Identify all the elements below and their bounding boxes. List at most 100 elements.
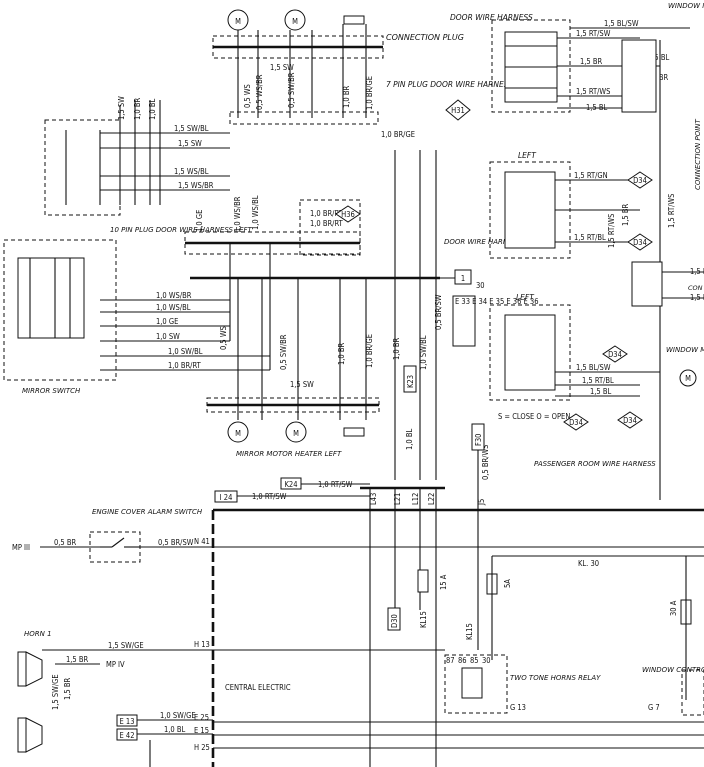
mirror-motor-heater-label: MIRROR MOTOR HEATER LEFT [236, 450, 342, 458]
tag-kl15-b: KL15 [465, 623, 474, 640]
tag-d34a-shape [627, 171, 653, 189]
wire-label-15bl-a: 1,5 BL [586, 103, 607, 112]
wire-label-15rtbl-low: 1,5 RT/BL [582, 376, 614, 385]
top-mirror-group: M M CONNECTION PLUG 0,5 WS 0,5 WS/BR 0,5… [212, 9, 540, 139]
wire-label-10br-v2: 1,0 BR [337, 343, 346, 365]
tag-h36: H36 [341, 210, 355, 219]
tag-d34e: D34 [608, 350, 622, 359]
mirror-switch-inner [17, 257, 85, 339]
horn-label: HORN 1 [24, 630, 52, 638]
tag-h31-shape [445, 99, 471, 121]
g13-label: G 13 [510, 703, 526, 712]
tag-i24: I 24 [220, 493, 233, 502]
wire-label-10br-vert: 1,0 BR [133, 98, 142, 120]
wire-label-10wsbl-h: 1,0 WS/BL [156, 303, 191, 312]
motor-symbol-mm-2 [285, 421, 307, 443]
wire-label-15blsw-low: 1,5 BL/SW [576, 363, 611, 372]
wire-label-30a: 30 A [669, 600, 678, 616]
wire-label-15swge: 1,5 SW/GE [108, 641, 144, 650]
tag-mp4: MP IV [106, 660, 125, 669]
window-relay-label: WINDOW CONTROL RELAY [642, 666, 704, 674]
engine-cover-alarm-group: ENGINE COVER ALARM SWITCH MP III 0,5 BR … [12, 508, 203, 563]
switch-top-left-box [44, 119, 121, 216]
tag-d34c-shape [563, 413, 589, 431]
wire-label-10swbr-v: 0,5 SW/BR [279, 334, 288, 370]
wire-label-10brsw-mv: 0,5 BR/SW [434, 294, 443, 330]
plug-10pin-left-label: 10 PIN PLUG DOOR WIRE HARNESS LEFT [110, 226, 253, 234]
tag-d30: D30 [390, 614, 399, 628]
pin-87: 87 [446, 656, 455, 665]
g7-label: G 7 [648, 703, 660, 712]
two-tone-relay-label: TWO TONE HORNS RELAY [510, 674, 601, 682]
wire-label-15blsw-top: 1,5 BL/SW [604, 19, 639, 28]
door-wire-harness-mid-label: DOOR WIRE HARNESS [444, 238, 522, 246]
motor-label-top-1: M [235, 17, 241, 26]
connection-box-mid-right [631, 261, 663, 307]
mirror-switch-box [3, 239, 117, 381]
wire-label-10brge-lower: 1,0 BR/GE [381, 130, 415, 139]
passenger-room-label: PASSENGER ROOM WIRE HARNESS [534, 460, 656, 468]
wire-label-10brrt-h: 1,0 BR/RT [168, 361, 202, 370]
wire-label-15sw-vert: 1,5 SW [117, 96, 126, 120]
motor-label-right: M [685, 374, 691, 383]
wire-label-15swbl-a: 1,5 SW/BL [174, 124, 209, 133]
tag-d34c: D34 [569, 418, 583, 427]
window-motor-right-label: WINDOW MOTOR R [666, 346, 704, 354]
window-motor-top-label: WINDOW MOTOR I [668, 2, 704, 10]
motor-symbol-right [679, 369, 697, 387]
wire-label-05sw-top: 1,5 SW [270, 63, 294, 72]
pin-86: 86 [458, 656, 467, 665]
plug-7pin-right-label: 7 PIN PLUG DOOR WIRE HARNESS RIGHT [386, 80, 540, 89]
wire-label-15br-a: 1,5 BR [580, 57, 602, 66]
motor-label-top-2: M [292, 17, 298, 26]
pin-l12: L12 [411, 493, 420, 505]
wire-label-10br-top: 1,0 BR [342, 86, 351, 108]
mirror-switch-label: MIRROR SWITCH [22, 387, 81, 395]
pin-l22: L22 [427, 493, 436, 505]
wire-label-15a: 15 A [439, 574, 448, 590]
motor-label-mm-1: M [235, 429, 241, 438]
tag-d34e-shape [602, 345, 628, 363]
pin-e15: E 15 [194, 726, 209, 735]
door-switch-top-box [491, 19, 571, 113]
pin-l21: L21 [393, 493, 402, 505]
tag-k23-box [403, 365, 417, 393]
wire-label-15bl-top-right: 1,5 BL [648, 53, 669, 62]
door-switch-low-box [489, 304, 571, 401]
wire-label-05brws: 0,5 BR/WS [481, 445, 490, 480]
e-list: E 33 E 34 E 35 E 36 E 36 [455, 297, 539, 306]
tag-d34b: D34 [633, 238, 647, 247]
wire-label-10br-mv: 1,0 BR [392, 338, 401, 360]
wire-label-10ge-vert: 1,0 GE [195, 210, 204, 232]
middle-vertical-wires: 1,0 BR 1,0 SW/BL 0,5 BR/SW 1,0 BL K23 1 … [378, 150, 539, 480]
wire-label-15br-v: 1,5 BR [621, 204, 630, 226]
motor-label-mm-2: M [293, 429, 299, 438]
tag-d34d-shape [617, 411, 643, 429]
door-switches-right: LEFT 1,5 RT/GN 1,5 RT/BL D34 D34 1,5 RT/… [489, 151, 704, 431]
wire-label-15rtws-v: 1,5 RT/WS [607, 214, 616, 248]
window-relay-box [681, 669, 704, 716]
wire-label-15rtws-v2: 1,5 RT/WS [667, 194, 676, 228]
con-door-edge-label: CON DOO [688, 284, 704, 292]
tag-k23: K23 [406, 375, 415, 388]
wire-label-10sw-h: 1,0 SW [156, 332, 180, 341]
wire-label-10ws-v: 0,5 WS [219, 326, 228, 350]
wire-label-15rtws-a: 1,5 RT/WS [576, 87, 610, 96]
tag-h31: H31 [451, 106, 465, 115]
plug-7pin-right-box [229, 111, 379, 125]
kl30-label: KL. 30 [578, 559, 599, 568]
tag-f30: F30 [474, 434, 483, 446]
connection-plug-label-1: CONNECTION PLUG [386, 33, 464, 42]
wire-label-05ws: 0,5 WS [243, 84, 252, 108]
tag-e13: E 13 [120, 717, 135, 726]
connection-point-label: CONNECTION POINT [694, 118, 702, 190]
tag-d34d: D34 [623, 416, 637, 425]
wire-label-10bl-bottom: 1,0 BL [164, 725, 185, 734]
mirror-motor-heater-left: 1,5 SW M M MIRROR MOTOR HEATER LEFT [206, 278, 380, 458]
wire-label-15rtgn: 1,5 RT/GN [574, 171, 608, 180]
left-upper-label: LEFT [518, 151, 537, 160]
pin-30-mid: 30 [476, 281, 485, 290]
connection-box-top-right [621, 39, 657, 113]
horn-1-symbol [25, 651, 43, 687]
wire-label-15br-top-right: 1,5 BR [646, 73, 668, 82]
